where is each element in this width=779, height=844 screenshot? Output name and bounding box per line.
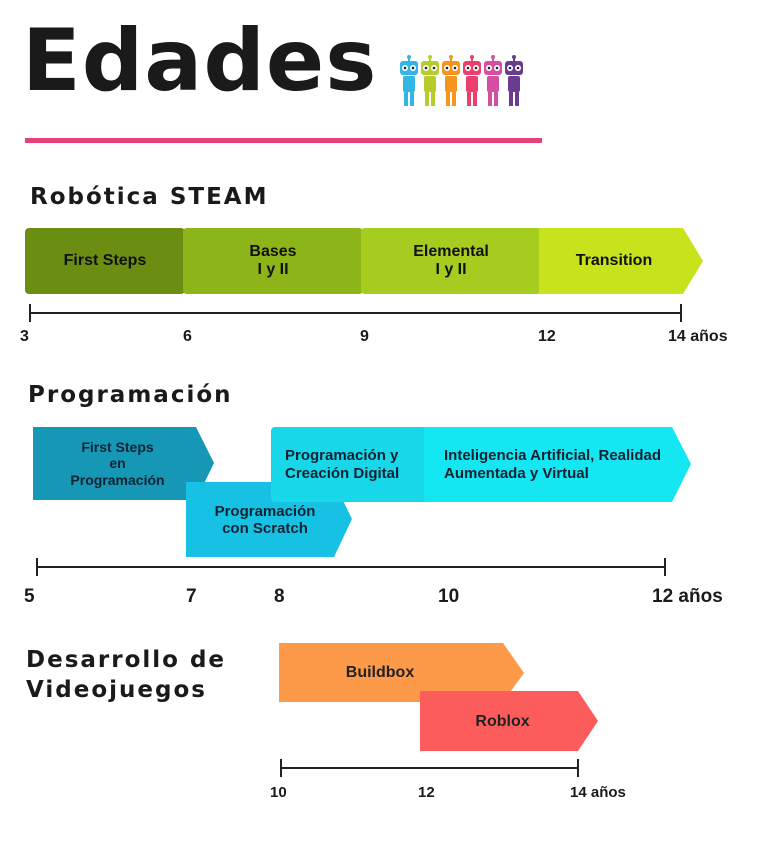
bar-ia (424, 427, 691, 502)
bar-label-buildbox: Buildbox (345, 663, 415, 681)
robotica-bars (25, 228, 703, 294)
axis-tick (577, 759, 579, 777)
axis-tick (280, 759, 282, 777)
section-title-programacion: Programación (28, 382, 233, 408)
bar-first-steps (25, 228, 185, 294)
bar-transition (539, 228, 703, 294)
tick-label-6: 6 (183, 328, 192, 345)
bar-roblox (420, 691, 598, 751)
axis-tick (36, 558, 38, 576)
robot-icon (484, 55, 502, 106)
tick-label-9: 9 (360, 328, 369, 345)
tick-label-12: 12 (418, 784, 435, 801)
bar-bases (183, 228, 363, 294)
tick-label-14: 14 años (570, 784, 626, 801)
tick-label-10: 10 (438, 586, 460, 607)
videojuegos-bars (279, 643, 598, 751)
bar-first-steps-programacion (33, 427, 214, 500)
tick-label-14: 14 años (668, 328, 728, 345)
section-title-videojuegos: Desarrollo de Videojuegos (26, 647, 227, 703)
section-title-robotica: Robótica STEAM (30, 184, 269, 210)
tick-label-8: 8 (274, 586, 285, 607)
bar-buildbox (279, 643, 524, 702)
title-underline (25, 138, 542, 143)
bar-label-first-steps: First Steps (63, 251, 147, 269)
programacion-bars (33, 427, 691, 557)
robot-icon (505, 55, 523, 106)
tick-label-10: 10 (270, 784, 287, 801)
axis-videojuegos (280, 767, 579, 769)
tick-label-5: 5 (24, 586, 35, 607)
axis-tick (680, 304, 682, 322)
robot-icon (442, 55, 460, 106)
bar-label-scratch: Programación con Scratch (214, 502, 316, 537)
axis-tick (29, 304, 31, 322)
bar-label-transition: Transition (575, 251, 653, 269)
bar-label-bases: Bases I y II (249, 242, 297, 278)
bar-label-ia: Inteligencia Artificial, Realidad Aument… (444, 447, 662, 482)
bar-label-elemental: Elemental I y II (413, 242, 489, 278)
tick-label-3: 3 (20, 328, 29, 345)
axis-tick (664, 558, 666, 576)
bar-label-first-steps-programacion: First Steps en Programación (70, 439, 165, 488)
robots-icon (400, 55, 523, 106)
bar-label-creacion-digital: Programación y Creación Digital (285, 447, 400, 482)
tick-label-7: 7 (186, 586, 197, 607)
tick-label-12: 12 años (652, 586, 723, 607)
bar-creacion-digital (271, 427, 431, 502)
axis-programacion (36, 566, 666, 568)
tick-label-12: 12 (538, 328, 556, 345)
robot-icon (463, 55, 481, 106)
robot-icon (421, 55, 439, 106)
page-title: Edades (22, 11, 378, 111)
bar-elemental (361, 228, 541, 294)
axis-robotica (29, 312, 682, 314)
bar-label-roblox: Roblox (475, 712, 530, 730)
robot-icon (400, 55, 418, 106)
